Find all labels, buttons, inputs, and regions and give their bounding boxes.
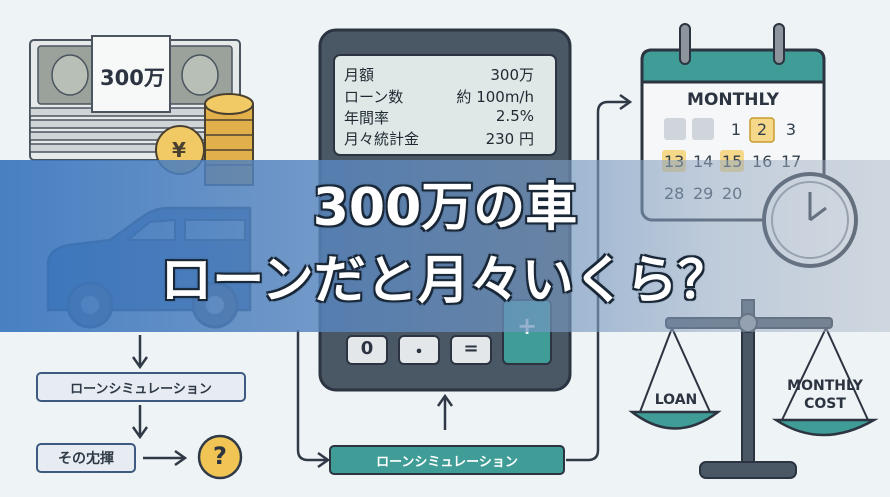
calc-key-zero: 0 [360, 338, 374, 359]
flow-box-loan-simulation: ローンシミュレーション [36, 372, 246, 402]
screen-row: 年間率 2.5% [344, 107, 534, 128]
screen-row: ローン数 約 100m/h [344, 86, 534, 107]
calendar-day: 3 [785, 120, 797, 139]
headline-banner [0, 160, 890, 332]
screen-row-value: 約 100m/h [456, 88, 534, 106]
screen-row-label: 月々統計金 [344, 130, 420, 148]
headline-line1: 300万の車 [312, 178, 578, 238]
calendar-title: MONTHLY [687, 90, 779, 110]
question-circle-icon [197, 434, 243, 480]
banknote-stack-icon [29, 35, 241, 161]
screen-row-value: 230 円 [485, 130, 534, 148]
scale-right-label-line2: COST [804, 396, 846, 412]
headline-line2: ローンだと月々いくら？ [160, 251, 730, 311]
screen-row: 月々統計金 230 円 [344, 128, 534, 149]
calc-key-dot: ・ [410, 342, 428, 363]
coin-symbol: ¥ [172, 138, 186, 162]
calendar-day: 1 [730, 120, 742, 139]
screen-row-label: 月額 [344, 66, 375, 84]
screen-row: 月額 300万 [344, 64, 534, 85]
money-band-label: 300万 [100, 66, 165, 90]
scale-right-label-line1: MONTHLY [787, 378, 863, 394]
flow-box-bottom-simulation: ローンシミュレーション [329, 445, 565, 475]
screen-row-value: 300万 [490, 66, 534, 84]
screen-row-label: ローン数 [344, 88, 404, 106]
flow-arrows-left [131, 335, 188, 467]
screen-row-label: 年間率 [344, 109, 390, 127]
question-mark: ? [213, 442, 227, 470]
calendar-day: 2 [756, 120, 768, 139]
scale-left-label: LOAN [654, 392, 698, 408]
flow-box-other: その冘揮 [36, 443, 136, 473]
calc-key-equals: = [463, 338, 479, 359]
screen-row-value: 2.5% [495, 107, 534, 125]
